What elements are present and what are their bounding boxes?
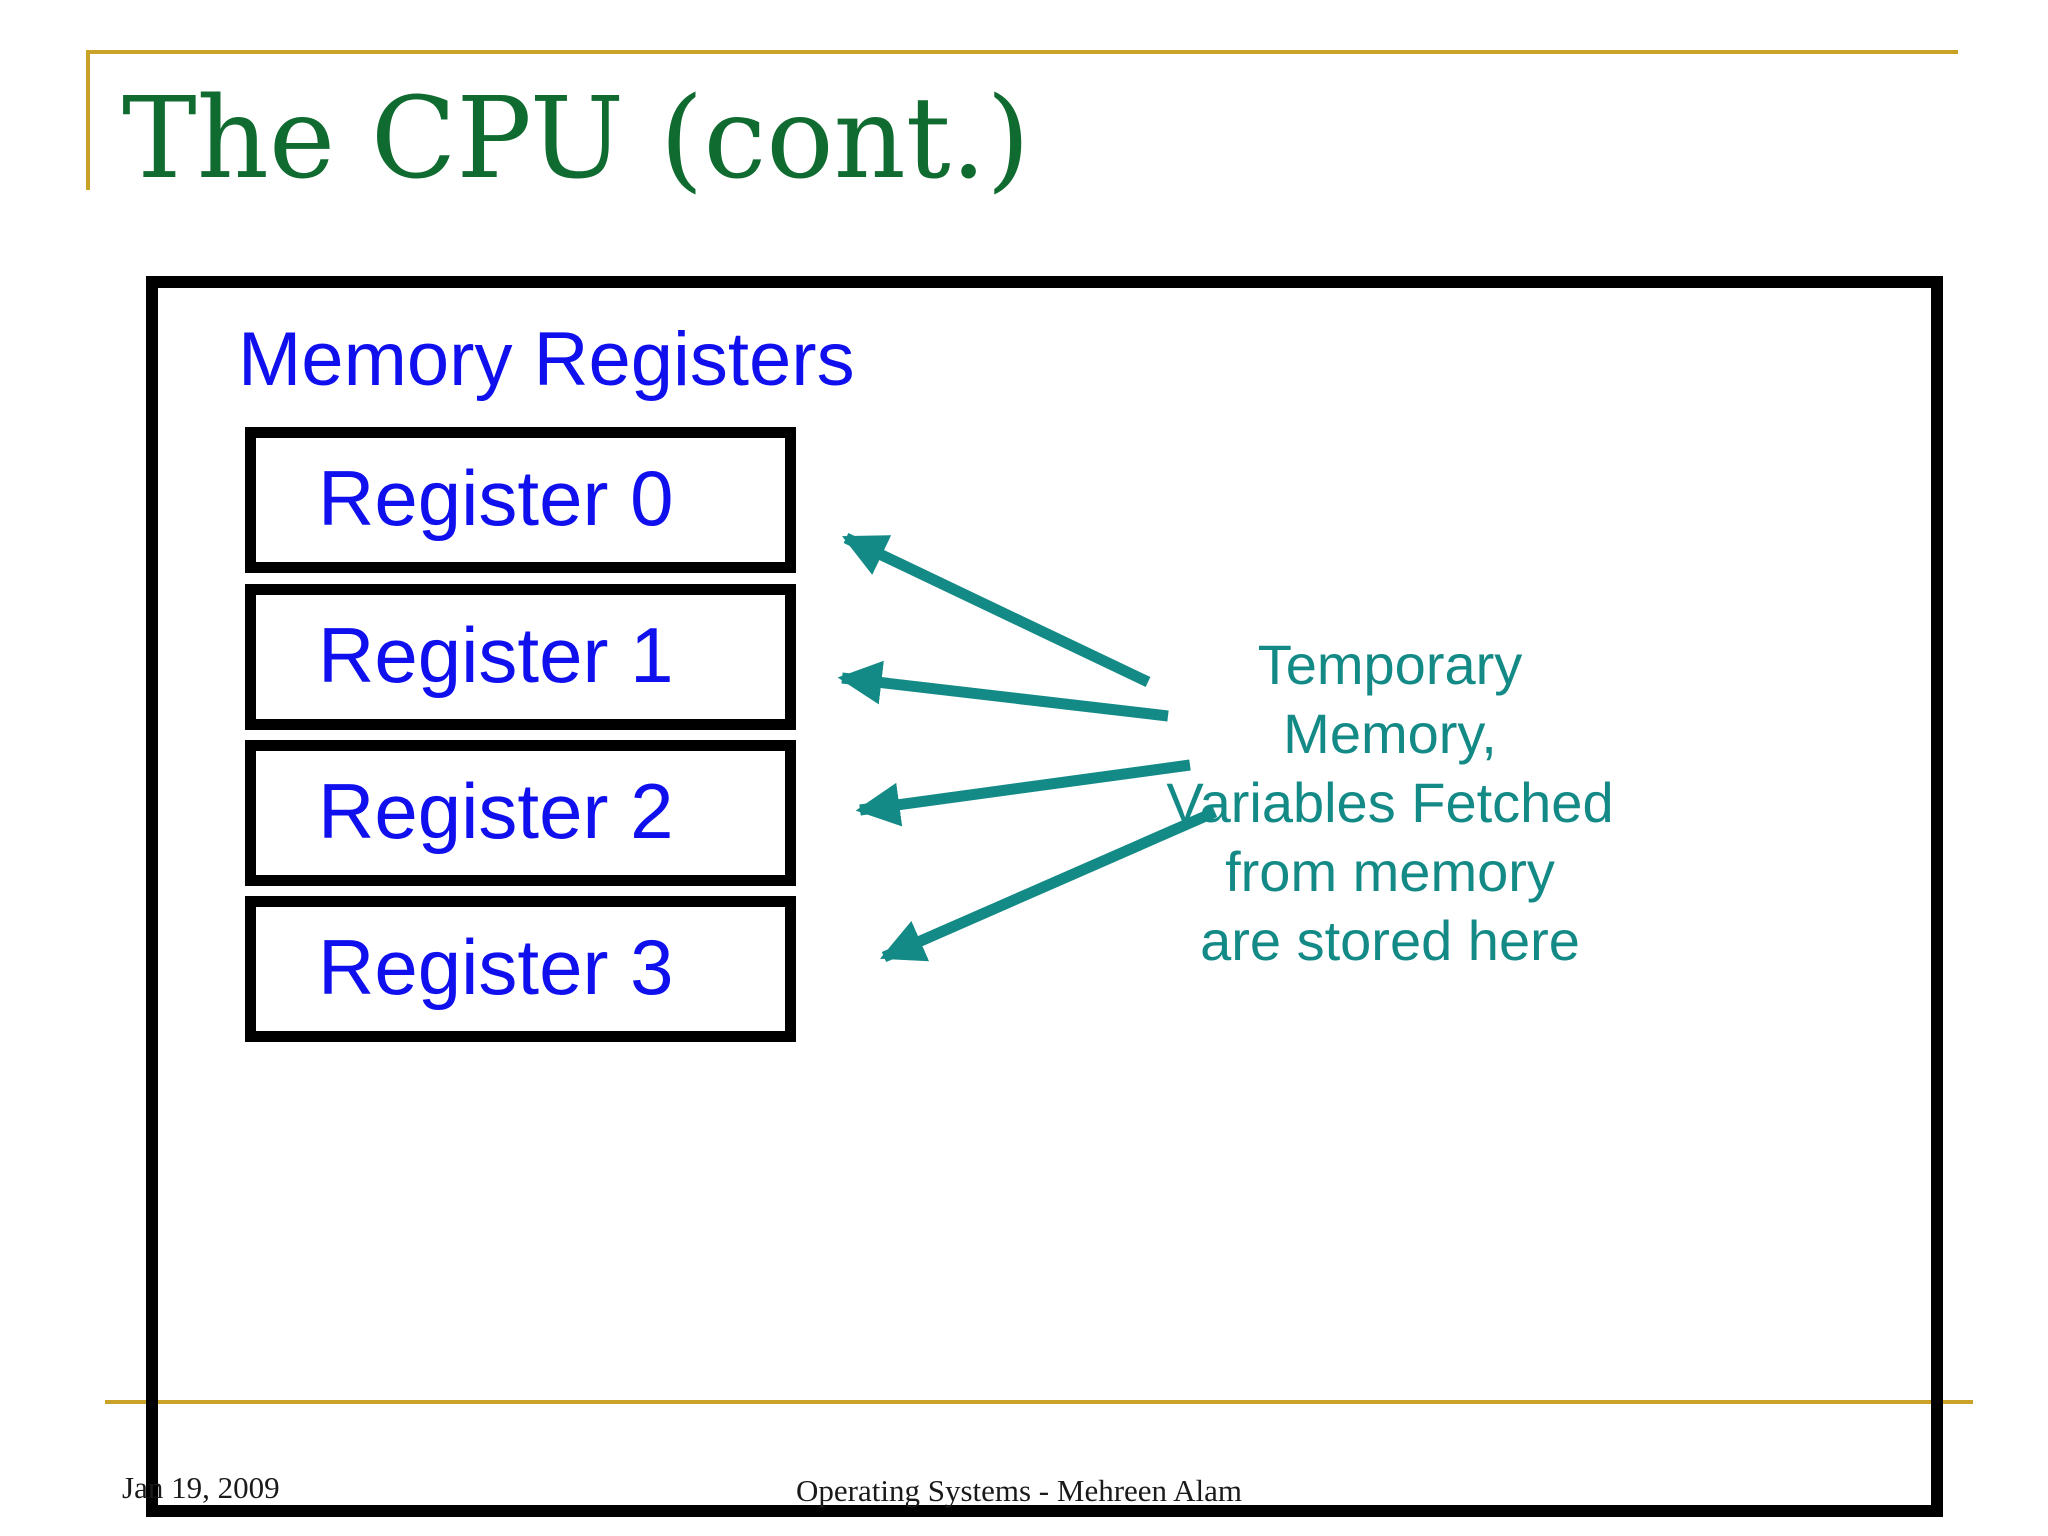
slide-title: The CPU (cont.) — [122, 74, 1031, 204]
cpu-box — [146, 276, 1943, 1517]
arrow-to-register-1 — [837, 660, 1169, 722]
register-box-0: Register 0 — [245, 427, 796, 573]
annotation-text: Temporary Memory, Variables Fetched from… — [1120, 630, 1660, 975]
register-label: Register 2 — [318, 767, 674, 855]
memory-registers-label: Memory Registers — [238, 317, 855, 402]
annotation-line: Memory, — [1283, 702, 1497, 765]
register-box-2: Register 2 — [245, 740, 796, 886]
register-label: Register 3 — [318, 923, 674, 1011]
annotation-line: Temporary — [1257, 633, 1523, 696]
register-label: Register 1 — [318, 611, 674, 699]
footer-date: Jan 19, 2009 — [122, 1470, 280, 1505]
register-label: Register 0 — [318, 454, 674, 542]
register-box-3: Register 3 — [245, 896, 796, 1042]
register-box-1: Register 1 — [245, 584, 796, 730]
top-accent-line — [86, 50, 1958, 54]
footer-title: Operating Systems - Mehreen Alam — [796, 1473, 1242, 1508]
bottom-accent-line — [105, 1400, 1973, 1404]
annotation-line: are stored here — [1200, 909, 1580, 972]
annotation-line: Variables Fetched — [1166, 771, 1614, 834]
left-accent-line — [86, 50, 90, 190]
arrow-to-register-3 — [879, 806, 1218, 963]
annotation-line: from memory — [1225, 840, 1555, 903]
arrow-to-register-0 — [842, 533, 1151, 687]
arrow-to-register-2 — [855, 759, 1191, 827]
